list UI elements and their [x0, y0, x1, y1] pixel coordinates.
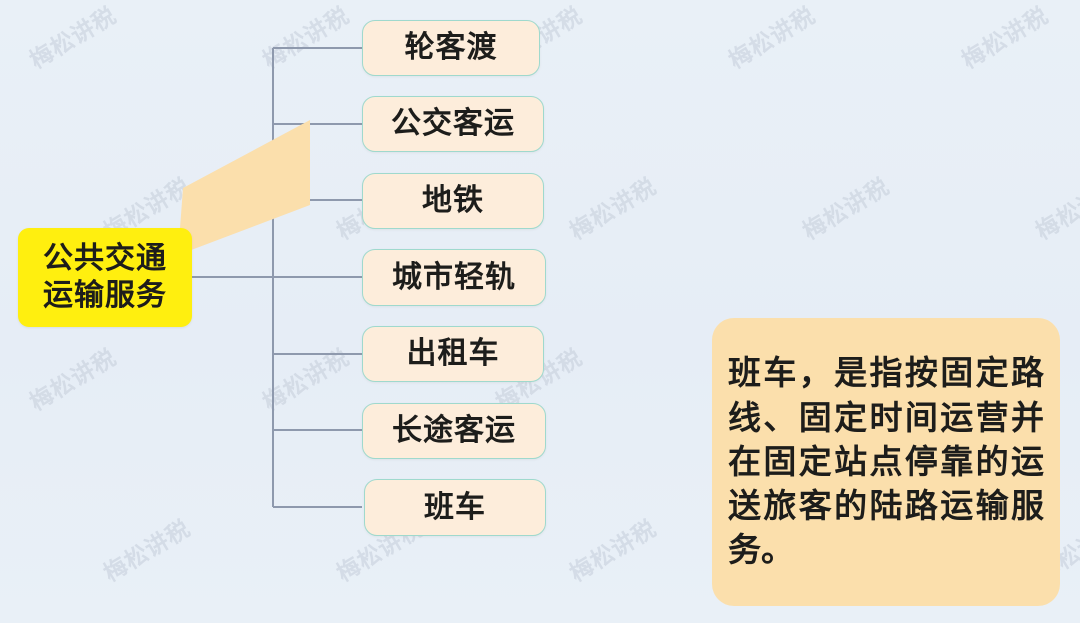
branch-node-changtukeyun[interactable]: 长途客运 [362, 403, 546, 459]
branch-node-label: 出租车 [406, 336, 500, 371]
callout-bubble[interactable]: 班车，是指按固定路线、固定时间运营并在固定站点停靠的运送旅客的陆路运输服务。 [712, 318, 1060, 606]
branch-node-label: 地铁 [422, 183, 484, 218]
branch-node-label: 城市轻轨 [392, 259, 516, 295]
branch-node-gongjiaokeyun[interactable]: 公交客运 [362, 96, 544, 152]
branch-node-label: 轮客渡 [404, 30, 498, 65]
root-node-label-line2: 运输服务 [43, 277, 167, 313]
branch-node-banche[interactable]: 班车 [364, 479, 546, 536]
branch-node-label: 公交客运 [391, 106, 515, 141]
branch-node-label: 班车 [424, 489, 486, 525]
branch-node-ditie[interactable]: 地铁 [362, 173, 544, 229]
callout-tail-icon [178, 120, 310, 255]
root-node[interactable]: 公共交通 运输服务 [18, 228, 192, 327]
branch-node-lunkedu[interactable]: 轮客渡 [362, 20, 540, 76]
root-node-label-line1: 公共交通 [43, 241, 167, 277]
branch-node-chuzuche[interactable]: 出租车 [362, 326, 544, 382]
branch-node-chengshiqinggui[interactable]: 城市轻轨 [362, 249, 546, 306]
branch-node-label: 长途客运 [392, 413, 516, 448]
callout-text: 班车，是指按固定路线、固定时间运营并在固定站点停靠的运送旅客的陆路运输服务。 [728, 353, 1044, 570]
